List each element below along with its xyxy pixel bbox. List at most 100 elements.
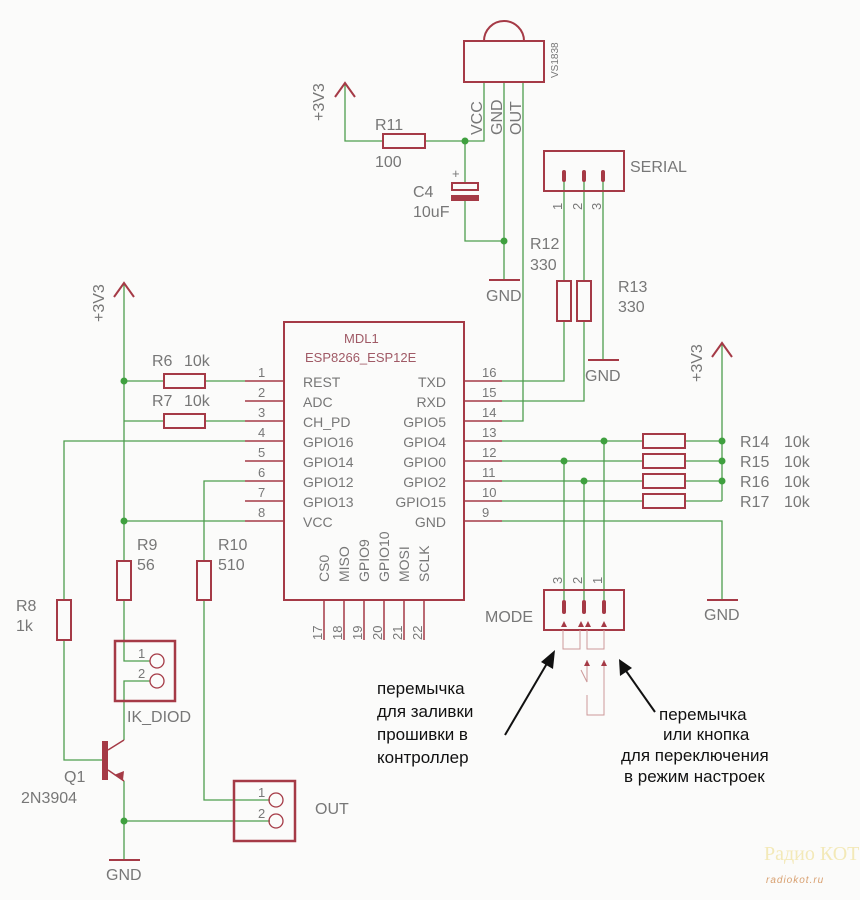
capacitor-c4: + C4 10uF [413,166,479,221]
svg-text:для переключения: для переключения [621,746,769,765]
svg-text:перемычка: перемычка [659,705,747,724]
pin-number: 2 [258,385,265,400]
svg-text:GND: GND [704,607,740,624]
esp8266-module: MDL1 ESP8266_ESP12E 1REST2ADC3CH_PD4GPIO… [245,321,502,640]
svg-text:OUT: OUT [508,101,525,135]
pin-name: MISO [336,546,352,582]
wires [63,82,723,860]
svg-text:R10: R10 [218,537,247,554]
pin-number: 13 [482,425,496,440]
pin-number: 4 [258,425,265,440]
svg-text:10k: 10k [784,434,811,451]
jumper-icon [562,630,581,650]
svg-text:10k: 10k [184,353,211,370]
svg-text:10k: 10k [184,393,211,410]
svg-text:VS1838: VS1838 [550,42,561,78]
connector-ik-diod: 1 2 IK_DIOD [113,639,191,726]
svg-text:radiokot.ru: radiokot.ru [766,875,824,886]
svg-text:MODE: MODE [485,609,533,626]
svg-text:или кнопка: или кнопка [663,725,750,744]
pin-number: 1 [258,365,265,380]
svg-text:перемычка: перемычка [377,679,465,698]
svg-text:OUT: OUT [315,801,349,818]
pin-number: 19 [350,626,365,640]
pin-number: 14 [482,405,496,420]
connector-mode: MODE 3 2 1 [485,577,625,716]
gnd-symbol: GND [486,279,522,305]
arrow-icon [504,659,550,736]
svg-text:510: 510 [218,557,245,574]
svg-text:R17: R17 [740,494,769,511]
svg-text:+3V3: +3V3 [91,284,108,322]
power-3v3-right: +3V3 [689,341,733,382]
svg-text:3: 3 [550,577,565,584]
pin-name: ADC [303,394,333,410]
svg-text:2: 2 [258,806,265,821]
svg-text:1: 1 [590,577,605,584]
svg-text:R8: R8 [16,598,37,615]
svg-text:R12: R12 [530,236,559,253]
svg-text:контроллер: контроллер [377,748,469,767]
svg-text:IK_DIOD: IK_DIOD [127,709,191,726]
gnd-symbol: GND [106,859,142,884]
svg-text:+3V3: +3V3 [689,344,706,382]
pin-name: MOSI [396,546,412,582]
gnd-symbol: GND [585,359,621,385]
svg-text:R15: R15 [740,454,769,471]
svg-text:2: 2 [570,577,585,584]
svg-text:+: + [452,166,460,181]
power-arrow-icon [113,281,135,298]
svg-text:R9: R9 [137,537,158,554]
pin-number: 17 [310,626,325,640]
resistor-r6: R6 10k [152,353,211,389]
ir-receiver-vs1838: VS1838 VCC GND OUT [463,20,561,135]
resistor-r17: R17 10k [642,493,811,511]
svg-text:10k: 10k [784,494,811,511]
pin-number: 15 [482,385,496,400]
pin-name: GPIO5 [403,414,446,430]
pin-name: SCLK [416,545,432,582]
watermark-logo: Радио КОТ radiokot.ru [764,843,859,886]
pin-number: 6 [258,465,265,480]
pin-name: CS0 [316,555,332,582]
svg-text:1: 1 [550,203,565,210]
pin-number: 22 [410,626,425,640]
pin-number: 10 [482,485,496,500]
svg-text:1k: 1k [16,618,34,635]
svg-text:SERIAL: SERIAL [630,159,687,176]
pin-name: GPIO14 [303,454,354,470]
connector-serial: SERIAL 1 2 3 [543,150,687,210]
svg-text:GND: GND [106,867,142,884]
pin-name: GPIO4 [403,434,446,450]
svg-text:GND: GND [489,99,506,135]
svg-text:3: 3 [589,203,604,210]
arrow-head-icon [541,650,555,669]
svg-text:R6: R6 [152,353,173,370]
power-arrow-icon [711,341,733,358]
svg-text:C4: C4 [413,184,434,201]
svg-text:VCC: VCC [469,101,486,135]
svg-text:для заливки: для заливки [377,702,473,721]
annotation-right: перемычка или кнопка для переключения в … [619,659,769,786]
svg-text:2N3904: 2N3904 [21,790,77,807]
pin-number: 8 [258,505,265,520]
pin-number: 9 [482,505,489,520]
svg-text:R11: R11 [375,117,403,134]
svg-text:1: 1 [138,646,145,661]
pin-name: CH_PD [303,414,350,430]
svg-text:Радио КОТ: Радио КОТ [764,843,859,865]
pin-number: 11 [482,465,496,480]
pin-name: GPIO15 [395,494,446,510]
pin-name: GPIO2 [403,474,446,490]
svg-text:R13: R13 [618,279,647,296]
pin-name: GPIO9 [356,539,372,582]
